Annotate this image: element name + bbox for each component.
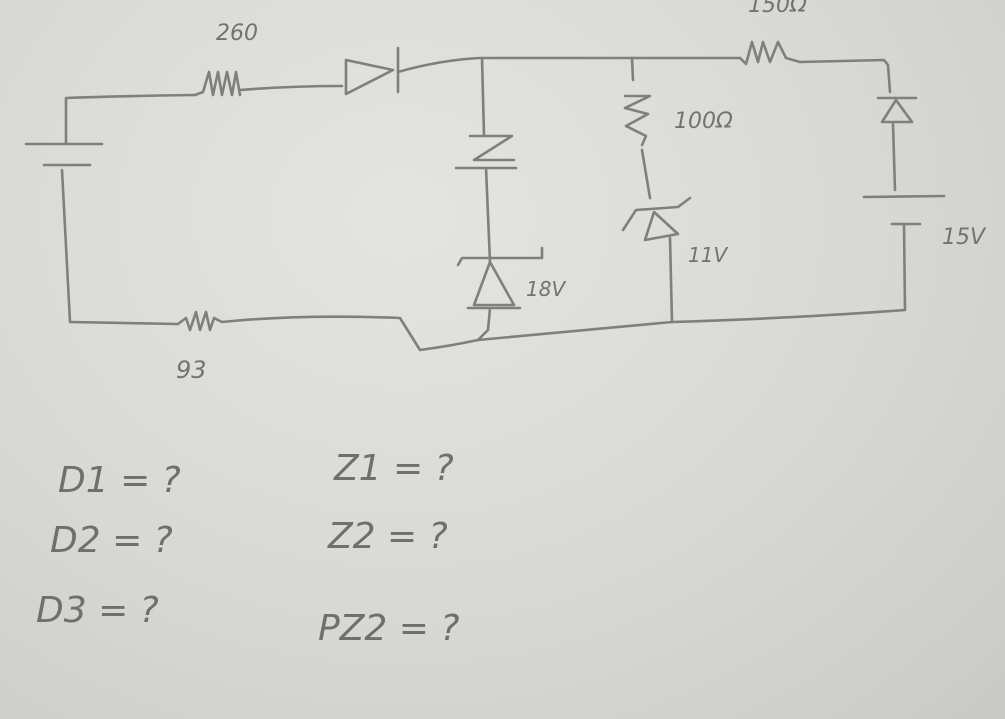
battery-left — [24, 142, 104, 167]
resistor-93-label: 93 — [176, 356, 207, 384]
wire-right-bottom — [476, 222, 907, 342]
question-d3: D3 = ? — [36, 590, 159, 631]
question-d1: D1 = ? — [58, 460, 181, 501]
wire-left-top — [64, 93, 197, 146]
wire-z2-bottom — [668, 236, 674, 324]
resistor-100 — [623, 94, 652, 147]
wire-z1-bottom — [476, 306, 492, 342]
zener-18v-label: 18V — [526, 277, 566, 301]
wire-r1-d1 — [238, 84, 344, 92]
question-pz2: PZ2 = ? — [318, 608, 459, 649]
wire-branch1 — [480, 56, 486, 137]
question-z2: Z2 = ? — [327, 516, 448, 557]
diode-d1 — [344, 46, 400, 96]
resistor-260 — [193, 70, 242, 97]
zener-z2-11v — [621, 196, 692, 242]
resistor-260-label: 260 — [216, 21, 258, 46]
diode-d3 — [876, 96, 918, 124]
battery-15v — [862, 194, 946, 226]
wire-d3-battery — [891, 122, 897, 192]
wire-branch2 — [630, 56, 635, 82]
zener-z1-18v — [456, 246, 544, 310]
wire-r4-z2 — [640, 148, 652, 200]
wire-top — [396, 56, 742, 74]
wire-left-bottom — [60, 168, 180, 326]
resistor-150-label: 150Ω — [748, 0, 807, 18]
resistor-100-label: 100Ω — [674, 109, 733, 134]
resistor-150 — [738, 40, 892, 94]
diode-d2 — [454, 134, 518, 170]
zener-11v-label: 11V — [688, 243, 728, 267]
question-d2: D2 = ? — [50, 520, 173, 561]
resistor-93 — [176, 310, 480, 352]
source-15v-label: 15V — [942, 225, 987, 250]
question-z1: Z1 = ? — [333, 448, 454, 489]
wire-d2-z1 — [484, 166, 492, 264]
